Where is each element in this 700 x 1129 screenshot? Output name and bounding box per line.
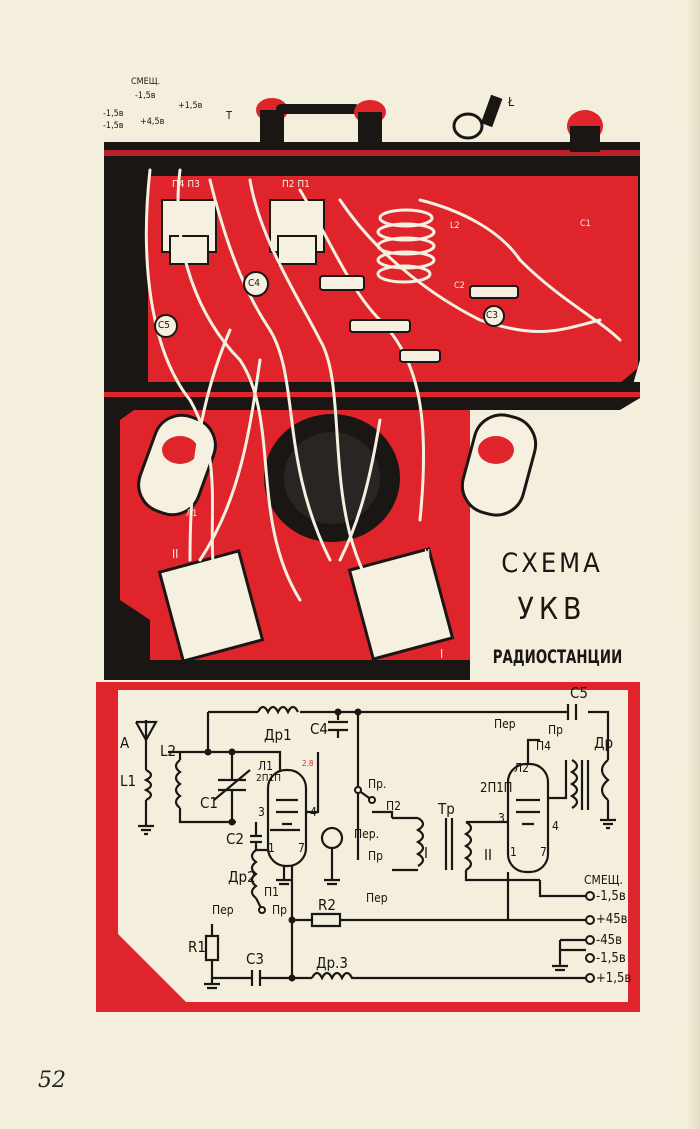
- top-rail: [104, 142, 640, 176]
- schem-c3: C3: [246, 950, 265, 968]
- schem-dr1: Др1: [264, 726, 292, 744]
- schem-per-a: Пер: [212, 903, 234, 917]
- schem-l1-tube: Л1: [258, 759, 273, 773]
- schem-v5: +1,5в: [596, 971, 632, 986]
- title-block: СХЕМА УКВ РАДИОСТАНЦИИ: [476, 534, 628, 682]
- assembly-plus15: +1,5в: [178, 101, 203, 111]
- schem-p1: П1: [264, 885, 279, 899]
- schem-c2: C2: [226, 830, 245, 848]
- schem-v1: -1,5в: [596, 889, 626, 904]
- schem-pin7b: 7: [540, 845, 547, 859]
- title-line-3: РАДИОСТАНЦИИ: [492, 646, 623, 668]
- assembly-dr: Др2: [202, 579, 219, 589]
- schem-v3: -45в: [596, 933, 622, 948]
- schem-dr3: Др.3: [316, 954, 348, 972]
- schem-p4: П4: [536, 739, 551, 753]
- assembly-bias-1: -1,5в: [103, 109, 124, 119]
- schem-tr: Тр: [438, 800, 455, 818]
- speaker: [264, 414, 400, 542]
- title-line-1: СХЕМА: [501, 548, 603, 579]
- assembly-bias-4: +4,5в: [140, 117, 165, 127]
- schematic-paper: [118, 690, 628, 1002]
- schematic-terminals: [258, 786, 595, 983]
- assembly-components: [154, 271, 519, 363]
- assembly-phone-jack: Ł: [508, 95, 515, 109]
- assembly-wiring: [144, 168, 622, 602]
- schem-pin7a: 7: [298, 841, 305, 855]
- schem-small-num: 2.8: [302, 759, 314, 768]
- schem-per-c: Пер: [366, 891, 388, 905]
- schem-pin3b: 3: [498, 811, 505, 825]
- schem-c4: C4: [310, 720, 329, 738]
- top-knobs: [256, 94, 603, 152]
- assembly-c3: C3: [486, 310, 499, 321]
- schem-pin1b: 1: [510, 845, 517, 859]
- assembly-tubes: [137, 413, 538, 517]
- assembly-roman-2-right: II: [424, 547, 431, 561]
- schem-c5: C5: [570, 684, 589, 702]
- schem-v4: -1,5в: [596, 951, 626, 966]
- page-number: 52: [38, 1068, 66, 1093]
- schem-pr-b: Пр.: [368, 777, 387, 791]
- schem-pr-d: Пр: [548, 723, 563, 737]
- assembly-t: Т: [226, 109, 233, 122]
- assembly-roman-1: I: [440, 647, 444, 661]
- schem-r2: R2: [318, 896, 336, 914]
- title-box: [476, 534, 628, 682]
- schem-dr2: Др2: [228, 868, 256, 886]
- schem-roman-1: I: [424, 844, 428, 862]
- assembly-c4: C4: [248, 278, 261, 289]
- schem-tube1: 2П1П: [256, 773, 281, 784]
- schem-antenna-label: А: [120, 734, 130, 752]
- schem-per-b: Пер.: [354, 827, 380, 841]
- assembly-bias-2: -1,5в: [103, 121, 124, 131]
- assembly-c2: C2: [454, 281, 465, 291]
- schem-tube2: 2П1П: [480, 781, 513, 796]
- schem-pr-c: Пр: [368, 849, 383, 863]
- page-edge: [686, 0, 700, 1129]
- assembly-l1-tube: Л1: [186, 509, 198, 519]
- schem-pin4a: 4: [310, 805, 317, 819]
- schem-roman-2: II: [484, 846, 492, 864]
- assembly-p2p1: П2 П1: [282, 179, 310, 190]
- schematic-wires: [135, 704, 616, 990]
- schem-c1: C1: [200, 794, 219, 812]
- bottom-components: [157, 547, 455, 663]
- assembly-c5: C5: [158, 320, 171, 331]
- assembly-coil: [376, 208, 436, 284]
- schem-r1: R1: [188, 938, 206, 956]
- schem-l1: L1: [120, 772, 137, 790]
- assembly-p4p3: П4 П3: [172, 179, 200, 190]
- schem-dr-out: Др: [594, 734, 614, 752]
- schem-per-d: Пер: [494, 717, 516, 731]
- assembly-tr: Тр: [386, 577, 397, 587]
- schem-l2: L2: [160, 742, 177, 760]
- schematic-junctions: [204, 708, 362, 982]
- schem-smesh: СМЕЩ.: [584, 873, 623, 887]
- assembly-bias-header: СМЕЩ.: [131, 77, 161, 87]
- assembly-roman-2-left: II: [172, 547, 179, 561]
- assembly-l2-tube: Л2: [532, 519, 544, 529]
- schem-l2-tube: Л2: [514, 761, 529, 775]
- schem-pin3a: 3: [258, 805, 265, 819]
- schem-v2: +45в: [596, 912, 628, 927]
- schem-pin1a: 1: [268, 841, 275, 855]
- schem-pr-a: Пр: [272, 903, 287, 917]
- title-line-2: УКВ: [517, 592, 587, 627]
- assembly-bias-3: -1,5в: [135, 91, 156, 101]
- switch-blocks: [161, 199, 325, 265]
- assembly-l2: L2: [450, 221, 460, 231]
- assembly-c1: C1: [580, 219, 591, 229]
- schem-p2: П2: [386, 799, 401, 813]
- schem-pin4b: 4: [552, 819, 559, 833]
